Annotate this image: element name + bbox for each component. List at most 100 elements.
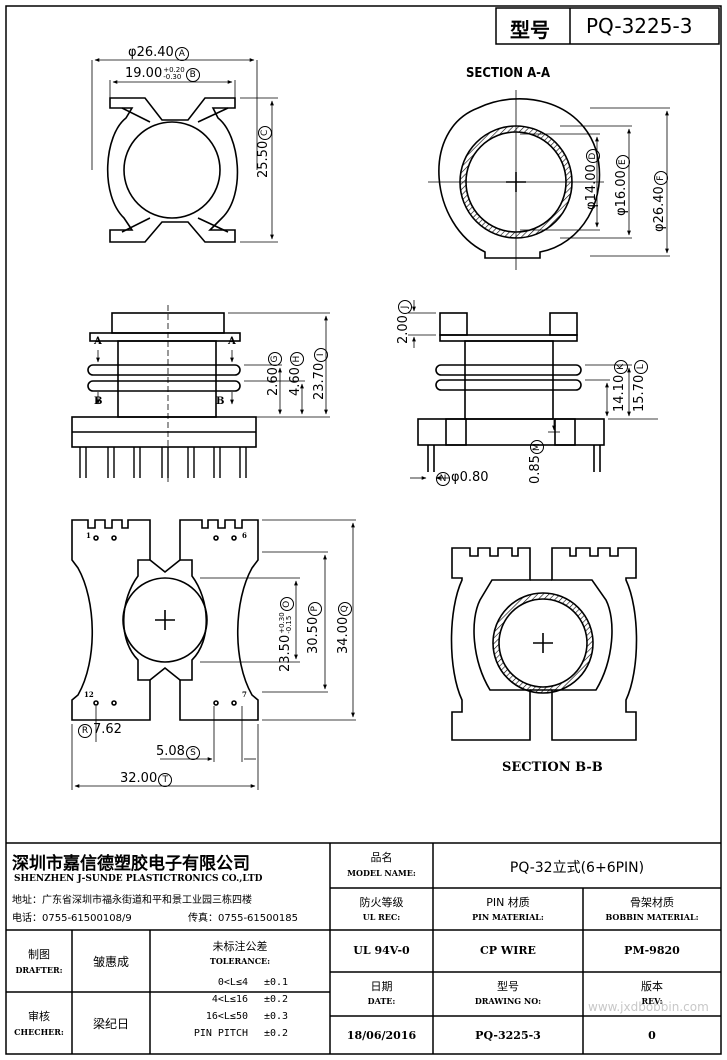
dim-sec-d14: φ14.00D bbox=[584, 149, 600, 210]
section-bb-center bbox=[533, 633, 553, 653]
tolerance-row: 4<L≤16±0.2 bbox=[211, 994, 289, 1005]
date-value: 18/06/2016 bbox=[346, 1029, 417, 1042]
checker-label-cn: 审核 bbox=[28, 1010, 50, 1023]
company-name-cn: 深圳市嘉信德塑胶电子有限公司 bbox=[12, 854, 250, 874]
title-block-grid bbox=[6, 842, 721, 1054]
dim-sec-d26: φ26.40F bbox=[652, 171, 668, 232]
bottom-view-center bbox=[155, 610, 175, 630]
section-aa-center bbox=[428, 90, 604, 270]
pin-label-1: 1 bbox=[86, 531, 91, 540]
drawing-no-value: PQ-3225-3 bbox=[475, 1029, 541, 1042]
drafter-label-cn: 制图 bbox=[28, 948, 50, 961]
drafter-value: 皱惠成 bbox=[92, 955, 129, 969]
watermark: www.jxdbobbin.com bbox=[588, 1000, 709, 1014]
bobbin-material-label-cn: 骨架材质 bbox=[630, 896, 674, 909]
bottom-view bbox=[71, 519, 259, 721]
tolerance-label-cn: 未标注公差 bbox=[212, 940, 268, 953]
front-view-pins bbox=[79, 447, 247, 478]
front-view-dims bbox=[228, 312, 330, 418]
section-mark-a-left: A bbox=[94, 336, 102, 347]
section-aa-outline bbox=[438, 98, 601, 259]
top-view-core bbox=[123, 121, 221, 219]
drawing-no-label-en: DRAWING NO: bbox=[474, 996, 542, 1006]
dim-front-h2: 4.60H bbox=[288, 352, 304, 396]
company-phone: 电话：0755-61500108/9 bbox=[12, 913, 132, 924]
ul-value: UL 94V-0 bbox=[353, 944, 410, 957]
date-label-en: DATE: bbox=[367, 996, 396, 1006]
section-bb-left bbox=[450, 547, 531, 741]
dim-bot-h3: 34.00Q bbox=[336, 601, 352, 654]
drawing-border bbox=[5, 5, 722, 1055]
ref-b-label: B bbox=[185, 68, 200, 82]
part-number: PQ-3225-3 bbox=[586, 14, 693, 38]
section-bb-title: SECTION B-B bbox=[502, 760, 603, 775]
dim-bot-h2: 30.50P bbox=[306, 601, 322, 654]
company-name-en: SHENZHEN J-SUNDE PLASTICTRONICS CO.,LTD bbox=[14, 874, 263, 884]
dim-side-pin-off: 0.85M bbox=[528, 440, 544, 484]
company-fax: 传真：0755-61500185 bbox=[188, 913, 298, 924]
rev-label-en: REV: bbox=[641, 996, 663, 1006]
section-mark-b-right: B bbox=[216, 396, 225, 407]
checker-value: 梁纪日 bbox=[92, 1017, 129, 1031]
bottom-view-left-flange bbox=[71, 519, 151, 721]
tolerance-row: 16<L≤50±0.3 bbox=[205, 1011, 289, 1022]
dim-side-h1: 14.10K bbox=[612, 359, 628, 412]
dim-side-top: 2.00J bbox=[396, 300, 412, 344]
checker-label-en: CHECHER: bbox=[14, 1027, 64, 1037]
section-mark-a-right: A bbox=[228, 336, 236, 347]
pin-label-6: 6 bbox=[242, 531, 247, 540]
header-box bbox=[495, 7, 720, 45]
model-label-cn: 品名 bbox=[370, 851, 393, 864]
company-address: 地址：广东省深圳市福永街道和平和景工业园三栋四楼 bbox=[12, 895, 252, 906]
top-view bbox=[106, 97, 239, 243]
pin-material-value: CP WIRE bbox=[480, 944, 536, 957]
pin-material-label-cn: PIN 材质 bbox=[486, 896, 530, 909]
dim-front-h3: 23.70I bbox=[312, 347, 328, 400]
side-view-base bbox=[417, 418, 605, 446]
bottom-view-right-flange bbox=[179, 519, 259, 721]
type-label: 型号 bbox=[510, 18, 550, 42]
ref-c-label: C bbox=[258, 125, 272, 140]
tolerance-label-en: TOLERANCE: bbox=[209, 956, 271, 966]
bottom-view-core bbox=[122, 577, 208, 663]
top-view-outline bbox=[106, 97, 239, 243]
side-view-dims bbox=[408, 300, 658, 480]
section-bb-view bbox=[450, 547, 638, 741]
bobbin-material-value: PM-9820 bbox=[624, 944, 680, 957]
dim-sec-d16: φ16.00E bbox=[614, 155, 630, 216]
tolerance-row: 0<L≤4±0.1 bbox=[217, 977, 289, 988]
section-aa-view bbox=[438, 98, 601, 259]
section-aa-dims bbox=[520, 107, 670, 257]
drawing-no-label-cn: 型号 bbox=[497, 980, 519, 993]
ref-a-label: A bbox=[174, 47, 189, 61]
ul-label-en: UL REC: bbox=[362, 912, 401, 922]
model-value: PQ-32立式(6+6PIN) bbox=[509, 860, 645, 876]
model-label-en: MODEL NAME: bbox=[347, 868, 416, 878]
section-mark-b-left: B bbox=[94, 396, 103, 407]
tolerance-row: PIN PITCH±0.2 bbox=[193, 1028, 289, 1039]
drafter-label-en: DRAFTER: bbox=[15, 965, 63, 975]
pin-material-label-en: PIN MATERIAL: bbox=[472, 912, 544, 922]
dim-top-height: 25.50C bbox=[256, 125, 272, 178]
bottom-view-dims bbox=[71, 519, 356, 790]
top-view-dims bbox=[91, 58, 278, 243]
dim-side-h2: 15.70L bbox=[632, 359, 648, 412]
section-bb-right bbox=[551, 547, 638, 741]
ul-label-cn: 防火等级 bbox=[359, 896, 404, 909]
bobbin-material-label-en: BOBBIN MATERIAL: bbox=[605, 912, 699, 922]
rev-value: 0 bbox=[648, 1029, 656, 1042]
pin-label-7: 7 bbox=[242, 690, 247, 699]
front-view-section-marks bbox=[96, 305, 234, 485]
date-label-cn: 日期 bbox=[370, 980, 393, 993]
side-view bbox=[417, 312, 605, 472]
rev-label-cn: 版本 bbox=[641, 980, 663, 993]
pin-label-12: 12 bbox=[84, 690, 94, 699]
